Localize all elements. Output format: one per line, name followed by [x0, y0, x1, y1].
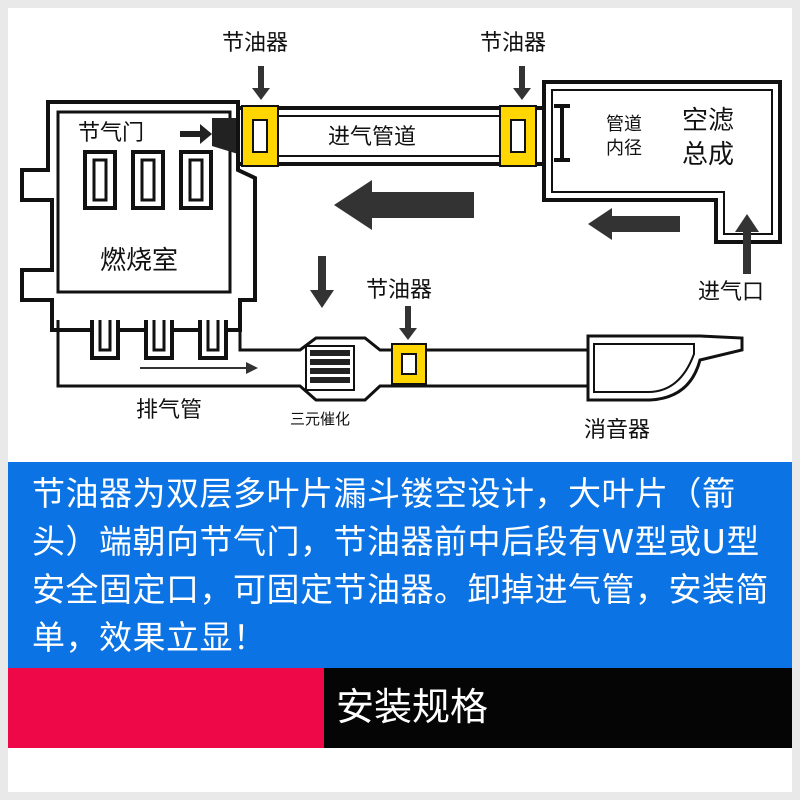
exhaust-port-2-inner — [152, 320, 166, 352]
description-banner: 节油器为双层多叶片漏斗镂空设计，大叶片（箭头）端朝向节气门，节油器前中后段有W型… — [8, 462, 792, 668]
arrow-to-saver-bottom — [399, 306, 417, 340]
air-inlet-up-arrow — [735, 214, 759, 274]
label-pipe-diameter-2: 内径 — [606, 138, 642, 159]
exhaust-pipe-outline — [56, 320, 392, 402]
fuel-saver-top-right — [499, 105, 537, 167]
exhaust-port-2 — [144, 320, 174, 360]
air-filter-inner — [551, 89, 773, 235]
exhaust-flow-arrow-head — [246, 362, 258, 374]
intake-duct-inner — [245, 115, 537, 157]
label-intake-pipe: 进气管道 — [328, 125, 417, 150]
intake-port-3-inner — [188, 158, 204, 202]
label-air-inlet: 进气口 — [698, 280, 765, 305]
air-filter-outline — [542, 80, 782, 244]
chamber-to-exhaust-arrow — [310, 256, 334, 308]
fuel-saver-top-right-core — [510, 119, 526, 153]
arrow-to-saver-top-left — [252, 66, 270, 100]
exhaust-port-1 — [90, 320, 120, 360]
label-pipe-diameter-1: 管道 — [606, 114, 642, 135]
diagram-drawing — [20, 66, 782, 402]
intake-port-2-inner — [140, 158, 156, 202]
intake-flow-arrow-medium — [588, 208, 680, 240]
fuel-saver-top-left-core — [252, 119, 268, 153]
label-air-filter-2: 总成 — [682, 140, 735, 170]
muffler-outline — [586, 334, 744, 402]
label-fuel-saver-bottom: 节油器 — [366, 278, 433, 303]
exhaust-port-3-inner — [206, 320, 220, 352]
muffler-inner — [593, 343, 695, 393]
footer-red-block — [8, 668, 324, 748]
label-catalytic-converter: 三元催化 — [290, 410, 351, 428]
label-muffler: 消音器 — [584, 418, 651, 443]
fuel-saver-bottom-core — [401, 353, 417, 375]
engine-airflow-diagram: 节油器 节油器 节油器 节气门 进气管道 管道 内径 空滤 总成 燃烧室 进气口… — [20, 31, 782, 443]
catalytic-converter-cells — [310, 350, 350, 383]
throttle-body — [212, 118, 238, 154]
footer-black-block — [324, 668, 792, 748]
intake-flow-arrow-large — [334, 180, 474, 230]
exhaust-port-1-inner — [98, 320, 112, 352]
arrow-to-throttle — [180, 124, 212, 144]
label-fuel-saver-top-left: 节油器 — [222, 31, 289, 56]
description-text: 节油器为双层多叶片漏斗镂空设计，大叶片（箭头）端朝向节气门，节油器前中后段有W型… — [32, 474, 769, 657]
engine-block-inner-outline — [56, 110, 232, 294]
arrow-to-saver-top-right — [513, 66, 531, 100]
fuel-saver-top-left — [241, 105, 279, 167]
footer-title: 安装规格 — [336, 685, 489, 729]
pipe-diameter-marker — [554, 104, 570, 162]
label-exhaust-pipe: 排气管 — [136, 398, 203, 423]
intake-port-1-inner — [92, 158, 108, 202]
label-air-filter-1: 空滤 — [682, 106, 735, 136]
exhaust-port-3 — [198, 320, 228, 360]
footer-white-margin — [8, 748, 792, 792]
label-combustion-chamber: 燃烧室 — [100, 246, 179, 276]
label-fuel-saver-top-right: 节油器 — [480, 31, 547, 56]
label-throttle: 节气门 — [78, 121, 145, 146]
